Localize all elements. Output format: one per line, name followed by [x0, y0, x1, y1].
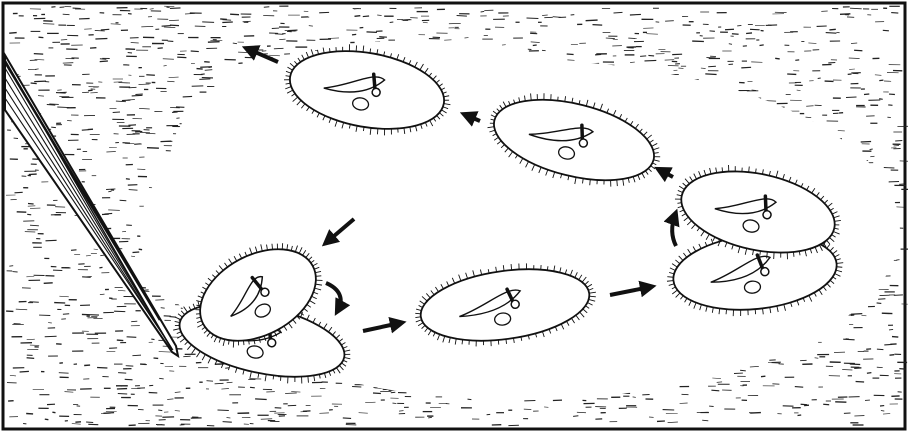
figure-stage: [0, 0, 908, 432]
paramecium-avoidance-diagram: [0, 0, 908, 432]
